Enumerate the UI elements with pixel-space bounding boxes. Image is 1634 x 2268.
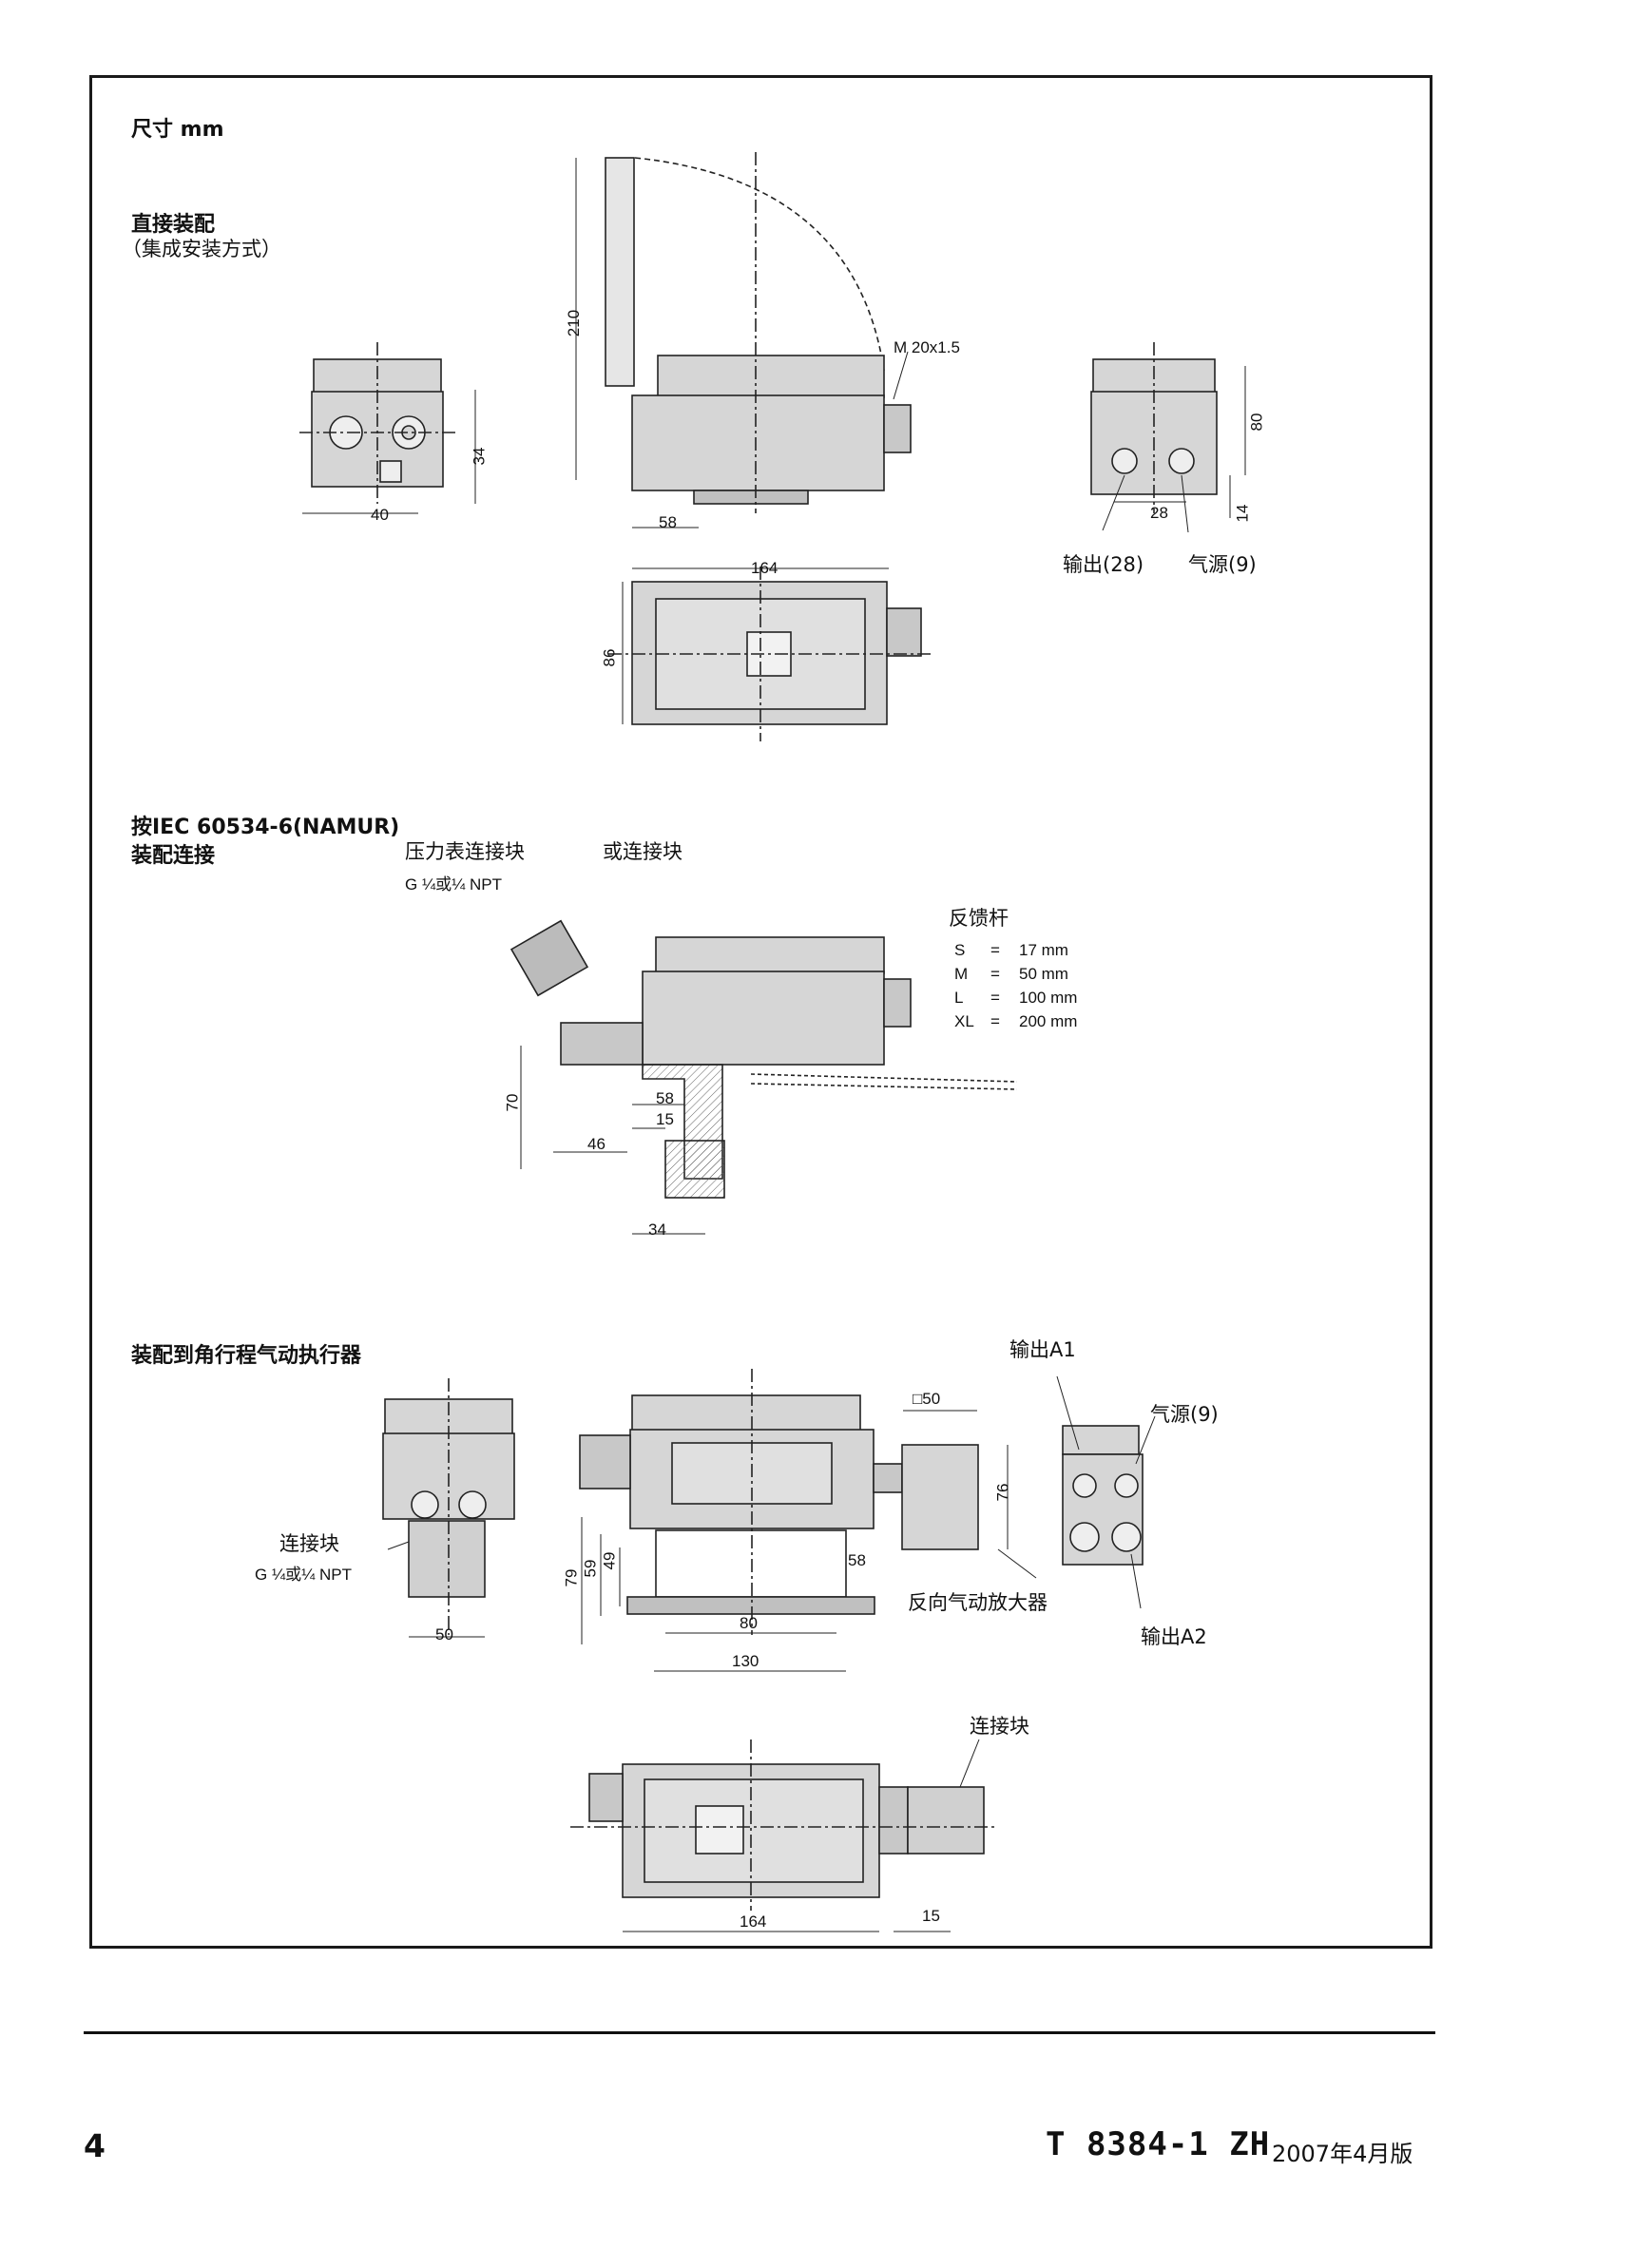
s3-main-view [579,1369,979,1635]
output-label: 输出(28) [1063,553,1144,576]
lever-row: XL=200 mm [954,1012,1078,1030]
dim-label: 70 [503,1093,522,1112]
connector-thread-label: G ¼或¼ NPT [255,1566,353,1584]
supply-a-label: 气源(9) [1150,1403,1219,1426]
s3-booster-view [1062,1425,1144,1566]
dim-label: 59 [581,1559,600,1578]
page-number: 4 [84,2127,106,2164]
dim-label: 40 [371,506,389,524]
dim-label: 49 [600,1551,619,1570]
output-a2-label: 输出A2 [1141,1625,1207,1648]
section3-title: 装配到角行程气动执行器 [131,1344,362,1368]
dim-label: 50 [435,1625,453,1643]
connector-block2-label: 连接块 [970,1715,1029,1738]
section1-subtitle: （集成安装方式） [122,238,281,260]
dim-label: 164 [751,559,779,577]
lever-table: S=17 mm M=50 mm L=100 mm XL=200 mm [954,941,1077,1036]
s2-namur-view [509,919,1018,1199]
dim-label: □50 [913,1390,941,1408]
dim-label: 79 [562,1568,581,1587]
lever-title: 反馈杆 [949,907,1009,930]
doc-code: T 8384-1 ZH [1046,2125,1271,2163]
lever-row: M=50 mm [954,965,1068,983]
lever-row: L=100 mm [954,989,1078,1007]
section1-title: 直接装配 [131,213,216,237]
dim-label: 58 [659,513,677,531]
dim-label: 58 [656,1089,674,1107]
dim-label: 130 [732,1652,759,1670]
supply-label: 气源(9) [1188,553,1257,576]
s1-right-view [1090,342,1218,513]
s3-top-view [570,1739,998,1911]
footer-rule [84,2031,1435,2034]
dim-label: 46 [587,1135,606,1153]
output-a1-label: 输出A1 [1009,1338,1076,1361]
s1-top-view [608,567,932,741]
edition-date: 2007年4月版 [1272,2141,1413,2167]
connector-block-label: 连接块 [279,1532,339,1555]
dim-label: 86 [600,648,619,667]
s3-left-view [382,1378,515,1635]
dim-label: 15 [656,1110,674,1128]
section2-title-line1: 按IEC 60534-6(NAMUR) [131,816,400,839]
s1-left-view [299,342,456,504]
dim-label: 58 [848,1551,866,1569]
drawing-frame [89,75,1432,1949]
section2-title-line2: 装配连接 [131,844,216,868]
thread-label: M 20x1.5 [894,338,960,356]
page-heading: 尺寸 mm [131,118,224,142]
dim-label: 76 [993,1483,1012,1502]
gauge-block-label: 压力表连接块 [405,840,525,863]
dim-label: 164 [740,1912,767,1931]
dim-label: 34 [648,1220,666,1239]
gauge-thread-label: G ¼或¼ NPT [405,875,503,894]
dim-label: 34 [470,447,489,466]
dim-label: 14 [1233,504,1252,523]
dim-label: 210 [565,309,584,337]
dim-label: 28 [1150,504,1168,522]
s1-main-view [605,152,912,513]
dim-label: 80 [740,1614,758,1632]
lever-row: S=17 mm [954,941,1068,959]
dim-label: 80 [1247,413,1266,432]
or-block-label: 或连接块 [603,840,682,863]
booster-label: 反向气动放大器 [908,1591,1048,1614]
dim-label: 15 [922,1907,940,1925]
